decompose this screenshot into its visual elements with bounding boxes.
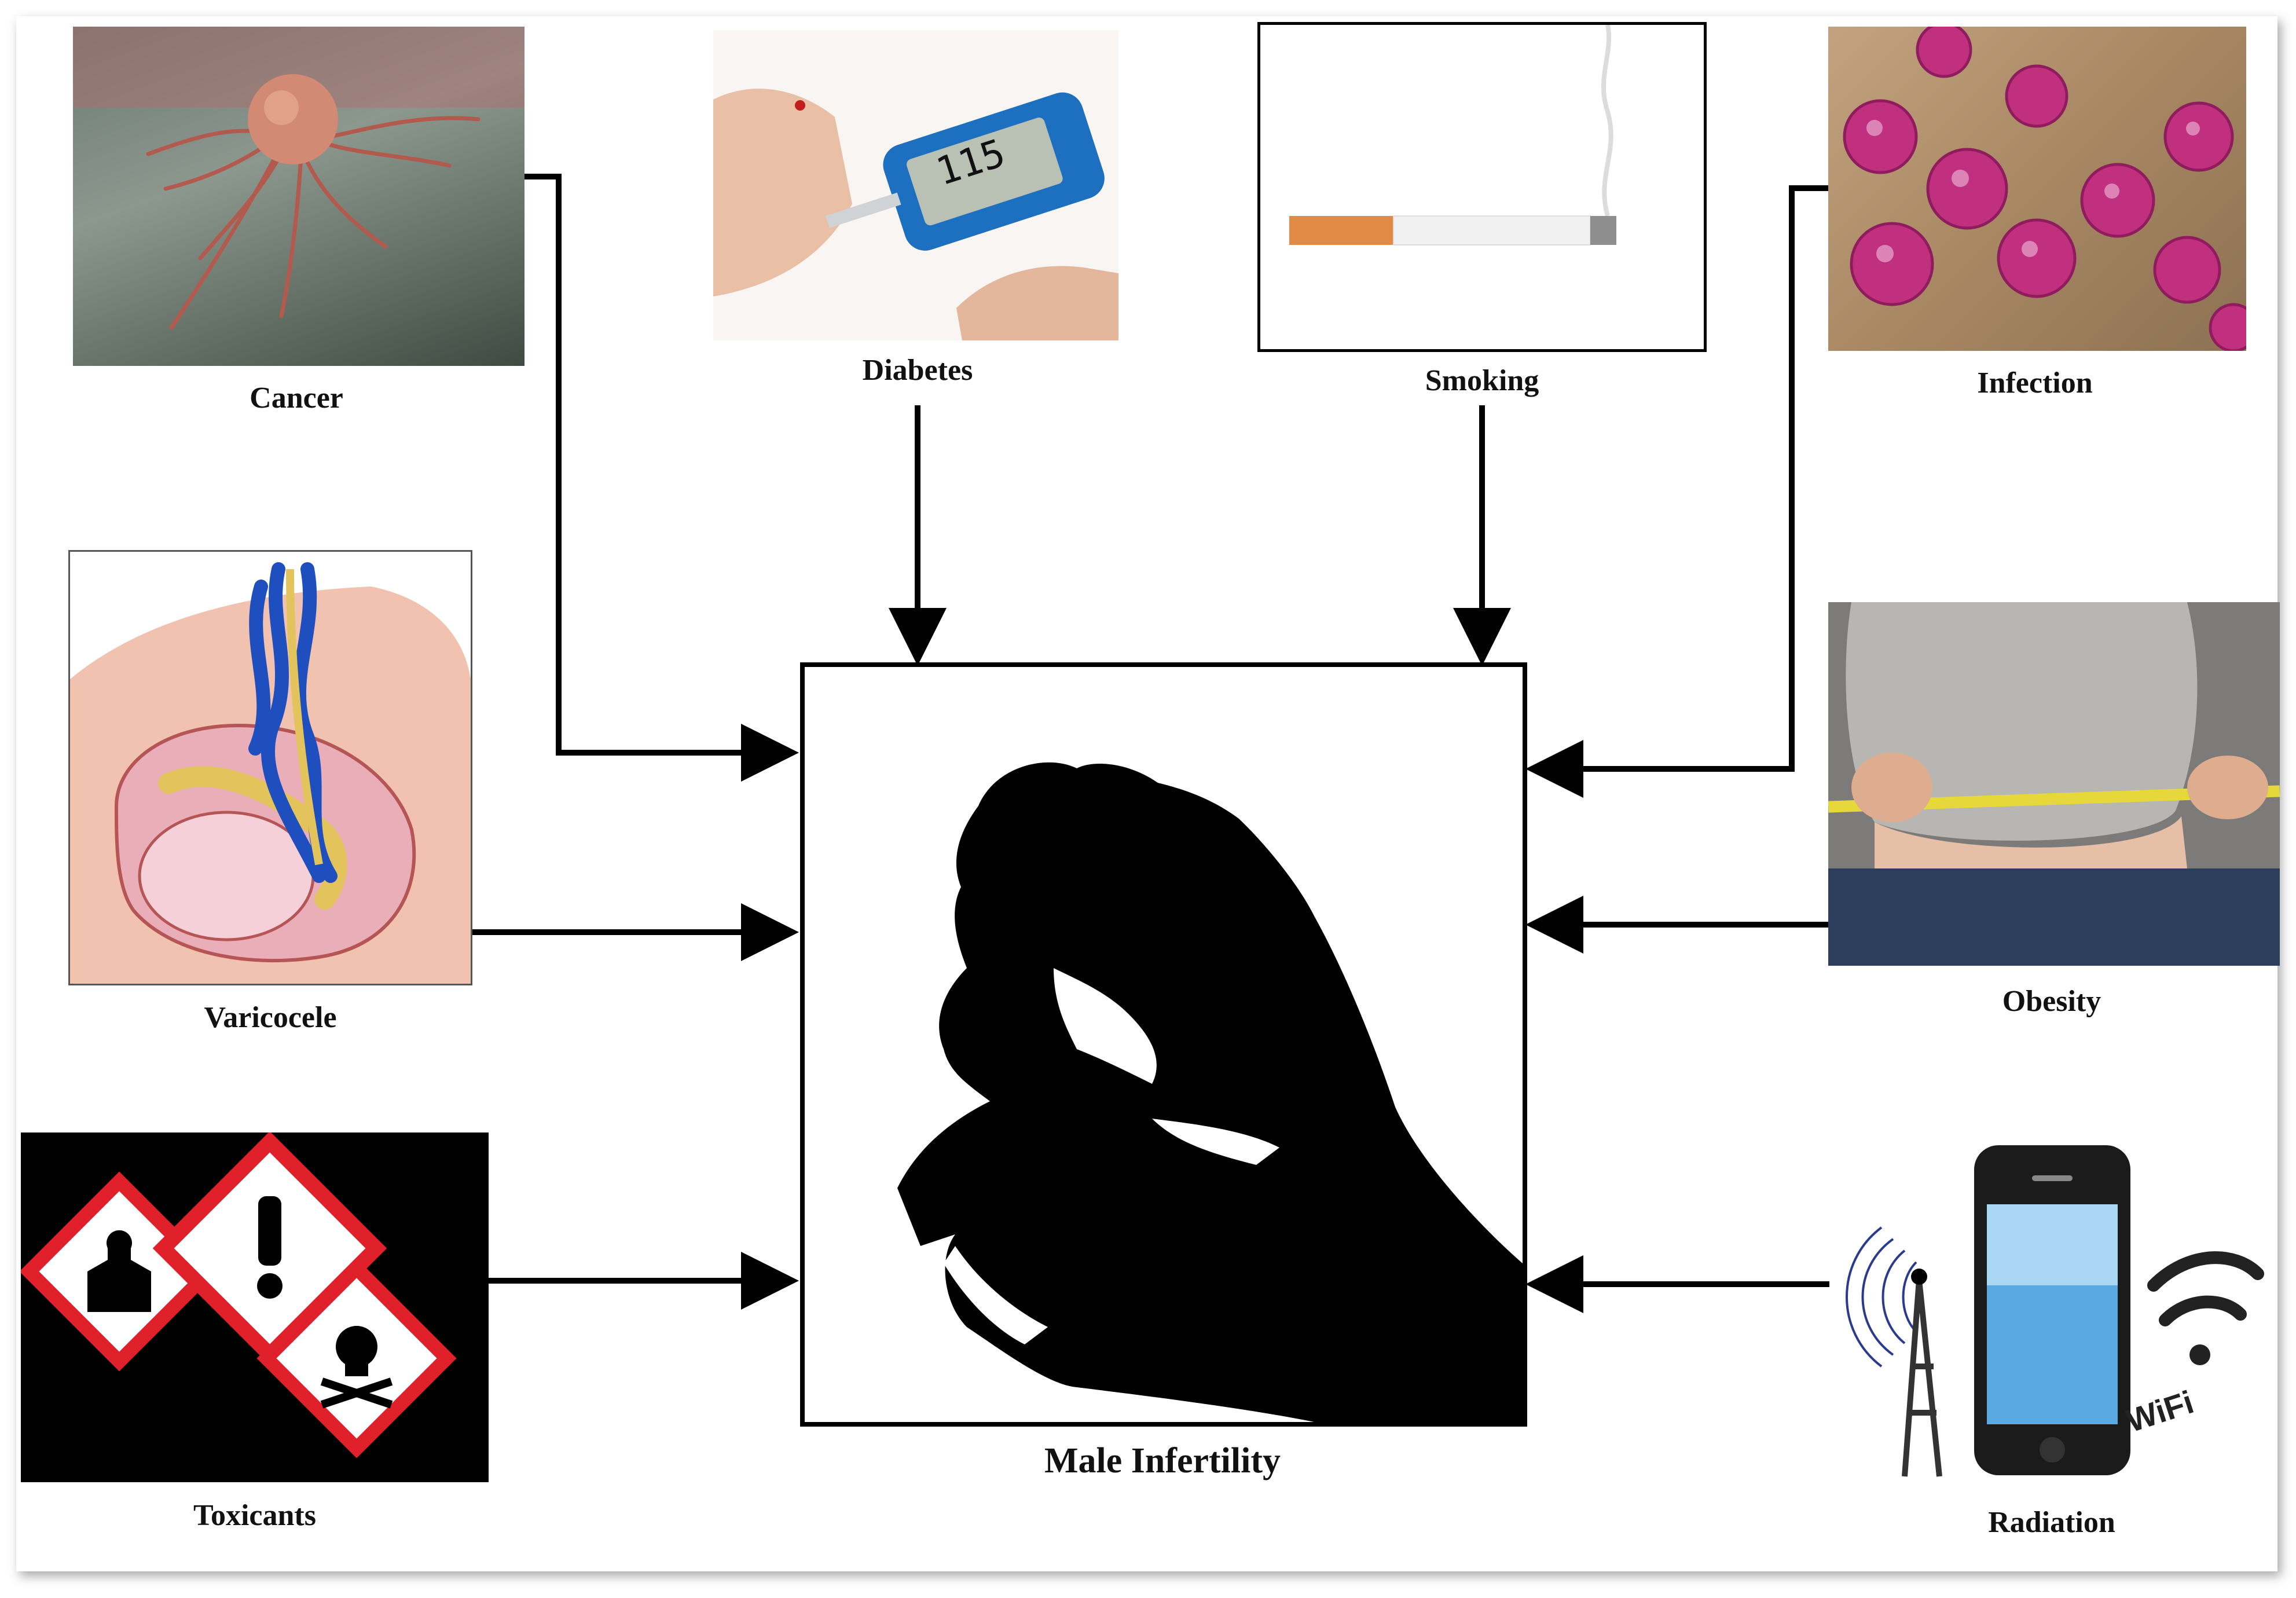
radiation-image: WiFi (1829, 1135, 2269, 1494)
toxicants-image (21, 1132, 489, 1482)
wifi-icon (2147, 1251, 2264, 1326)
varicocele-image (68, 550, 472, 985)
distressed-man-silhouette (897, 762, 1523, 1422)
cancer-image (73, 27, 525, 366)
arrow-infection (1525, 185, 1829, 798)
toxicants-label: Toxicants (193, 1499, 316, 1532)
cancer-label: Cancer (250, 382, 343, 415)
signal-waves-icon (1846, 1226, 1917, 1368)
hazard-symbols-icon (21, 1132, 457, 1458)
male-infertility-label: Male Infertility (1044, 1441, 1281, 1480)
smoking-image (1257, 22, 1707, 352)
varicocele-label: Varicocele (204, 1001, 337, 1034)
arrow-cancer (524, 174, 799, 782)
health-hazard-icon (21, 1171, 219, 1372)
infection-image (1828, 27, 2246, 351)
male-infertility-box (800, 662, 1527, 1427)
cigarette-icon (1289, 25, 1616, 245)
virus-particles-icon (1843, 27, 2246, 351)
diabetes-image: 115 (713, 30, 1118, 340)
cancer-cell-icon (73, 27, 525, 330)
obesity-image (1828, 602, 2280, 966)
measuring-waist-icon (1828, 602, 2280, 966)
phone-radiation-icon (1846, 1145, 2264, 1477)
skull-hazard-icon (256, 1258, 457, 1458)
varicocele-anatomy-icon (70, 562, 471, 984)
obesity-label: Obesity (2002, 985, 2101, 1018)
smoking-label: Smoking (1425, 364, 1539, 397)
diabetes-label: Diabetes (862, 354, 973, 387)
radiation-label: Radiation (1988, 1506, 2115, 1539)
infection-label: Infection (1977, 366, 2093, 399)
glucometer-icon (713, 89, 1118, 340)
